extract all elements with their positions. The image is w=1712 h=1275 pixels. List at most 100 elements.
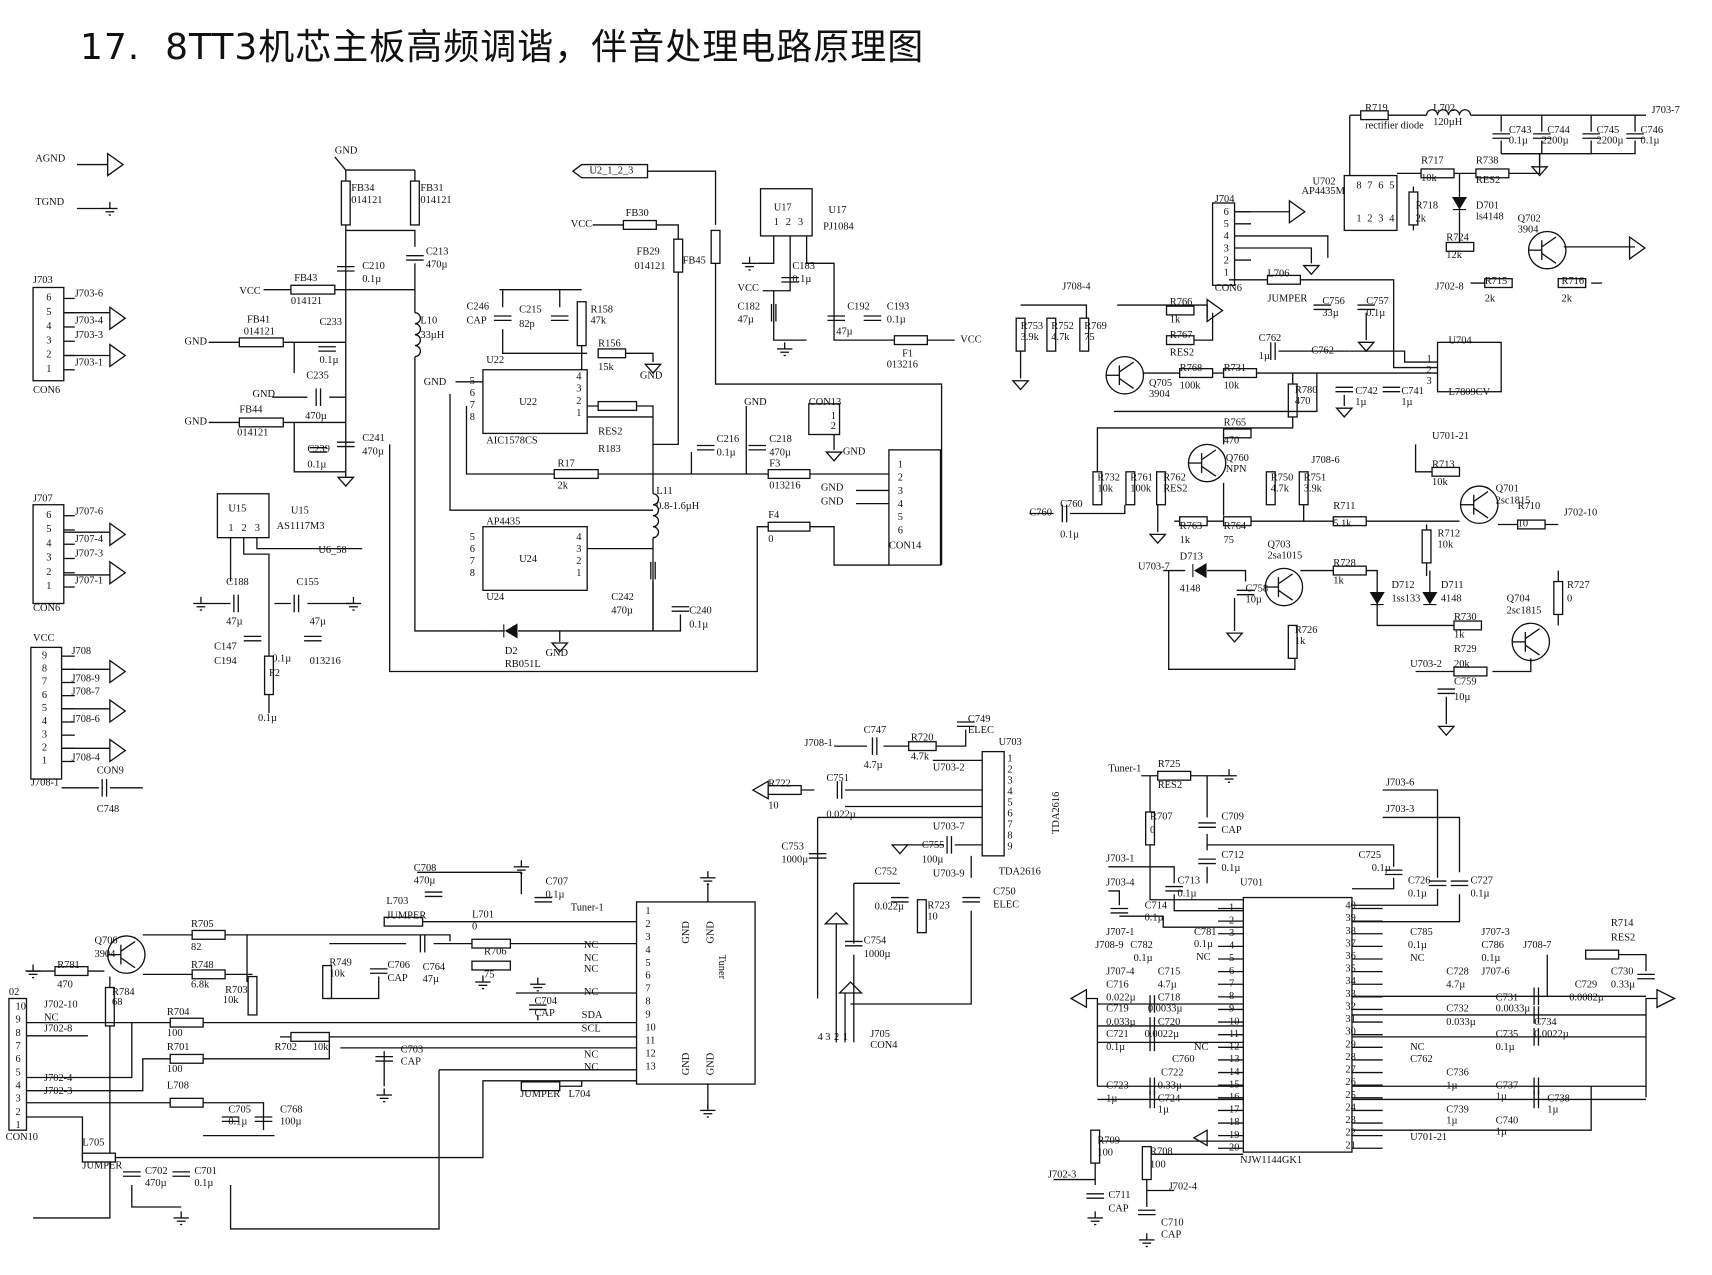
component-label: 2k xyxy=(1562,294,1573,305)
component-label: J703-7 xyxy=(1652,105,1680,116)
component-label: R727 xyxy=(1567,580,1590,591)
component-label: FB44 xyxy=(239,405,263,416)
component-label: C750 xyxy=(993,886,1016,897)
component-label: 0.1µ xyxy=(1496,1042,1515,1053)
resistor xyxy=(1287,624,1298,660)
connector-j703 xyxy=(32,286,65,382)
ground-triangle-icon xyxy=(1302,264,1321,276)
pin-number: 2 xyxy=(42,743,47,754)
pin-number: 6 xyxy=(898,525,903,536)
component-label: 1ss133 xyxy=(1391,593,1420,604)
component-label: Q706 xyxy=(95,936,118,947)
regulator-u704 xyxy=(1436,341,1502,393)
component-label: 100k xyxy=(1180,380,1202,391)
diode-icon xyxy=(1451,196,1468,211)
tuner-module xyxy=(635,901,756,1085)
component-label: C242 xyxy=(611,592,634,603)
component-label: D711 xyxy=(1441,580,1464,591)
component-label: C711 xyxy=(1108,1190,1130,1201)
component-label: R781 xyxy=(57,960,80,971)
pin-number: 33 xyxy=(1345,989,1355,1000)
capacitor xyxy=(781,276,799,283)
component-label: CAP xyxy=(401,1056,421,1067)
component-label: U703-2 xyxy=(1410,659,1442,670)
component-label: rectifier diode xyxy=(1365,120,1424,131)
pin-number: 1 xyxy=(1356,214,1361,225)
wire xyxy=(587,405,654,475)
component-label: C762 xyxy=(1410,1054,1433,1065)
pin-number: 1 xyxy=(46,364,51,375)
pin-number: 7 xyxy=(1007,819,1012,830)
component-label: 0 xyxy=(472,921,477,932)
pin-number: 3 xyxy=(1224,243,1229,254)
capacitor xyxy=(1198,822,1216,828)
component-label: ls4148 xyxy=(1476,211,1504,222)
regulator-u17 xyxy=(759,188,813,237)
component-label: U704 xyxy=(1449,335,1473,346)
component-label: R702 xyxy=(274,1042,297,1053)
component-label: 100 xyxy=(1150,1159,1166,1170)
capacitor xyxy=(863,315,882,322)
component-label: 470µ xyxy=(145,1178,167,1189)
component-label: JUMPER xyxy=(82,1161,122,1172)
component-label: C182 xyxy=(737,301,760,312)
component-label: R762 xyxy=(1163,473,1186,484)
component-label: 33µH xyxy=(420,330,444,341)
capacitor xyxy=(1533,1006,1540,1024)
component-label: 10k xyxy=(1097,484,1113,495)
component-label: VCC xyxy=(960,334,981,345)
wire xyxy=(1351,1086,1592,1131)
component-label: 1k xyxy=(1170,315,1181,326)
pin-number: 28 xyxy=(1345,1052,1355,1063)
resistor xyxy=(1445,241,1475,252)
pin-number: 40 xyxy=(1345,901,1355,912)
pin-number: 22 xyxy=(1345,1128,1355,1139)
component-label: U2_1_2_3 xyxy=(589,165,633,176)
ic-u701 xyxy=(1242,896,1353,1153)
component-label: 0.1µ xyxy=(1106,1042,1125,1053)
pin-number: 10 xyxy=(16,1001,26,1012)
capacitor xyxy=(406,254,424,261)
component-label: C725 xyxy=(1359,850,1382,861)
component-label: U703-7 xyxy=(1138,561,1170,572)
component-label: C745 xyxy=(1597,125,1620,136)
port-arrow-icon xyxy=(1288,199,1306,225)
pin-number: 6 xyxy=(1224,207,1229,218)
pin-number: 4 xyxy=(16,1080,22,1091)
wire xyxy=(1645,997,1657,1098)
wire xyxy=(1113,373,1318,413)
component-label: 014121 xyxy=(420,195,451,206)
pin-number: 7 xyxy=(16,1041,21,1052)
wire xyxy=(293,422,346,473)
component-label: SCL xyxy=(582,1023,601,1034)
component-label: NC xyxy=(1410,953,1425,964)
component-label: C705 xyxy=(228,1105,251,1116)
pin-number: 3 xyxy=(1007,775,1012,786)
component-label: J708-7 xyxy=(1523,940,1551,951)
capacitor xyxy=(1533,1090,1540,1109)
ground-icon xyxy=(700,871,716,886)
pin-number: 4 xyxy=(898,499,904,510)
capacitor xyxy=(1582,133,1600,139)
wire xyxy=(647,170,717,225)
wire xyxy=(1508,153,1541,175)
component-label: SDA xyxy=(582,1010,603,1021)
component-label: C744 xyxy=(1547,125,1570,136)
ground-triangle-icon xyxy=(550,642,569,653)
component-label: J703-3 xyxy=(1386,804,1414,815)
pin-number: 2 xyxy=(576,396,581,407)
pin-number: 5 xyxy=(470,532,475,543)
resistor xyxy=(893,335,928,346)
pin-number: 30 xyxy=(1345,1027,1355,1038)
pin-number: 6 xyxy=(470,544,475,555)
connector-j707 xyxy=(32,504,65,605)
component-label: CON6 xyxy=(1215,283,1242,294)
component-label: 100k xyxy=(1130,484,1152,495)
component-label: ELEC xyxy=(993,899,1019,910)
component-label: C707 xyxy=(545,876,568,887)
component-label: 470 xyxy=(57,980,73,991)
tuner-gnd-label: GND xyxy=(705,1052,716,1075)
resistor xyxy=(553,468,599,480)
pin-number: 4 xyxy=(645,945,651,956)
transistor-icon xyxy=(1187,443,1227,483)
